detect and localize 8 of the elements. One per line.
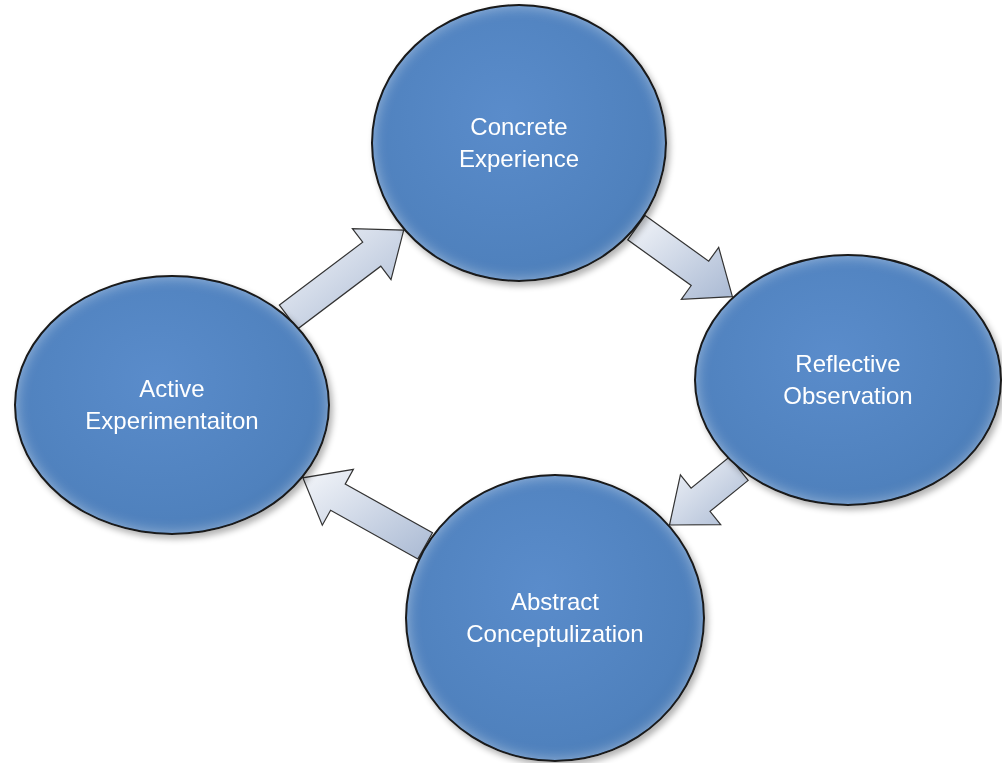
block-arrow [626,214,734,300]
block-arrow [668,456,750,526]
stage-label: Abstract Conceptulization [465,587,645,649]
stage-label: Reflective Observation [782,349,914,411]
block-arrow [302,468,434,560]
stage-label: Active Experimentaiton [84,374,260,436]
block-arrow [278,228,405,330]
stage-label: Concrete Experience [457,112,581,174]
